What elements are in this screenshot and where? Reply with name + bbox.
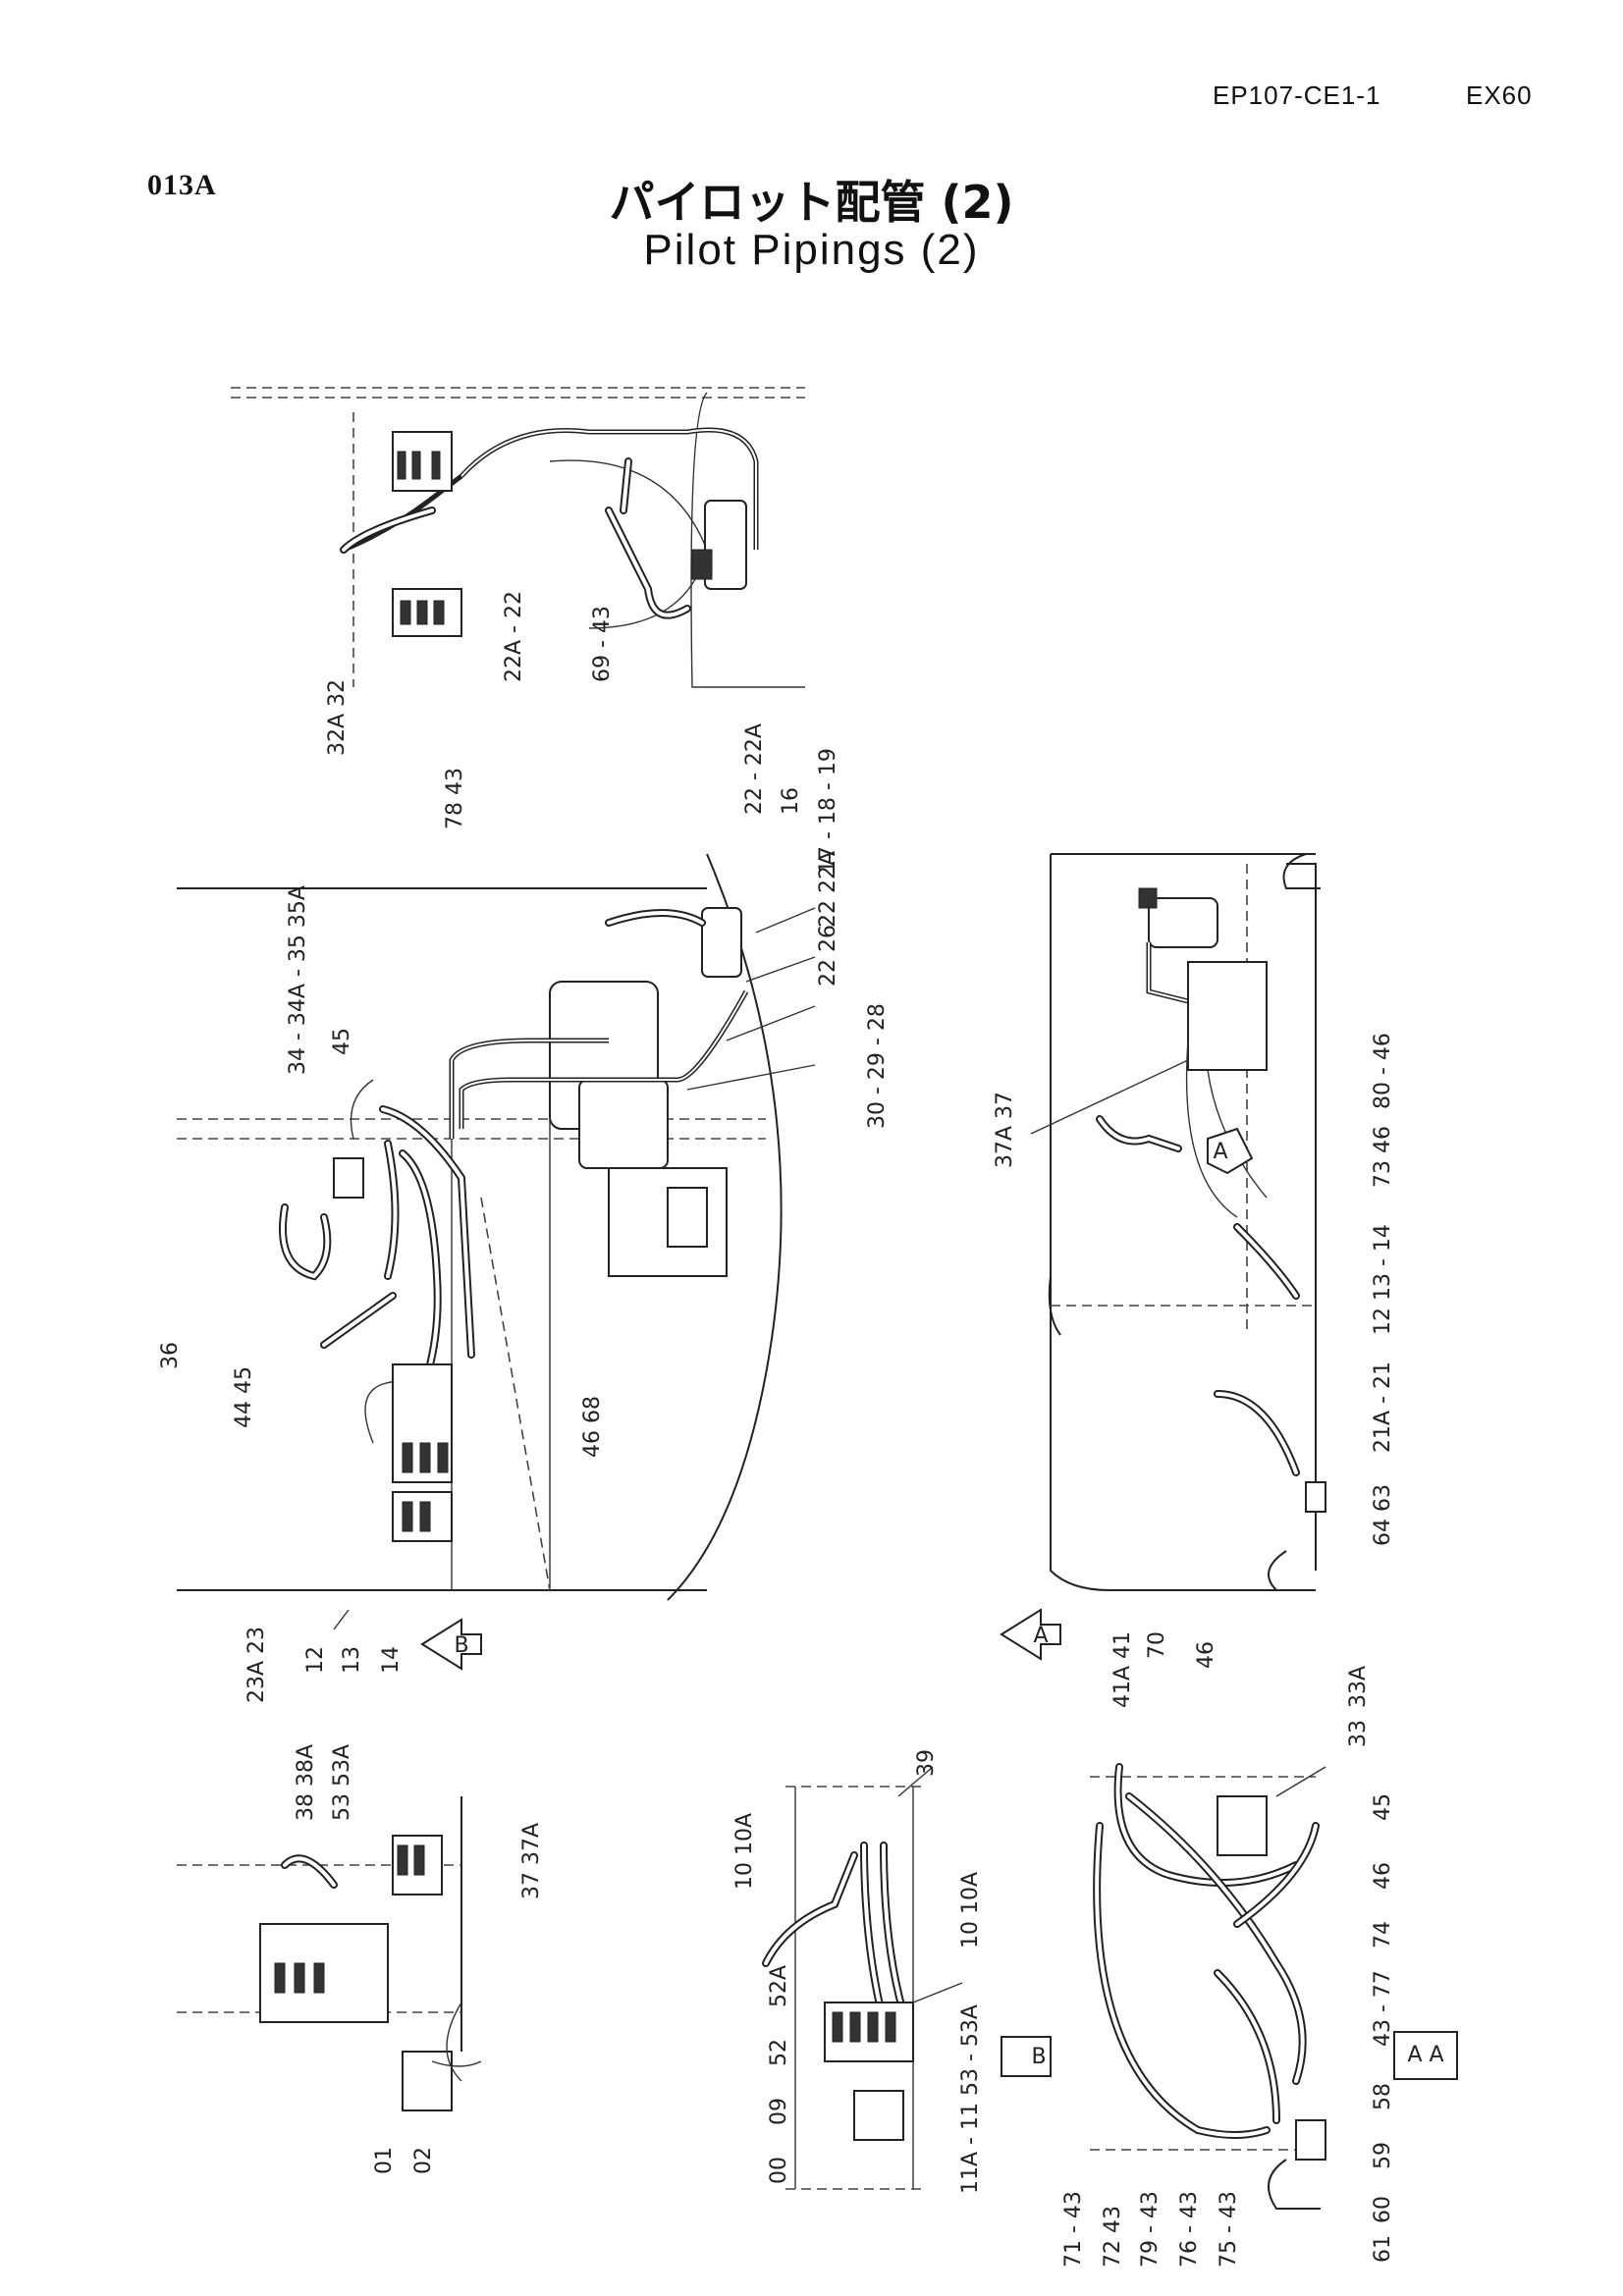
callout-02: 02 (411, 2147, 436, 2174)
figure-top-detail (231, 387, 805, 688)
callout-71-43: 71 - 43 (1061, 2191, 1086, 2268)
callout-21a-21: 21A - 21 (1371, 1362, 1395, 1453)
page-id: 013A (147, 169, 217, 201)
callout-59: 59 (1371, 2142, 1395, 2169)
page-title-english: Pilot Pipings (2) (643, 226, 980, 274)
callout-22-26: 22 26 (816, 925, 840, 987)
callout-64-63: 64 63 (1371, 1484, 1395, 1546)
figure-lower-right: A A (1090, 1763, 1458, 2210)
callout-72-43: 72 43 (1101, 2206, 1125, 2268)
callout-61: 61 (1371, 2235, 1395, 2263)
callout-32a-32: 32A 32 (325, 679, 350, 756)
callout-34-34a-35-35a: 34 - 34A - 35 35A (286, 885, 310, 1075)
section-a-label: A A (1407, 2043, 1443, 2067)
view-a-letter: A (1033, 1624, 1048, 1648)
view-b-letter: B (454, 1633, 468, 1658)
callout-52: 52 (767, 2039, 791, 2066)
callout-22-22a-b: 22 22A (816, 851, 840, 928)
callout-73-46: 73 46 (1371, 1126, 1395, 1188)
callout-53-53a-b: 53 - 53A (958, 2004, 983, 2096)
callout-12: 12 (303, 1646, 328, 1674)
callout-09: 09 (767, 2098, 791, 2125)
figure-main-assembly (177, 853, 783, 1601)
view-arrow-a: A (1000, 1608, 1061, 1661)
callout-78-43: 78 43 (443, 768, 467, 829)
callout-37-37a: 37 37A (519, 1823, 544, 1899)
callout-74: 74 (1371, 1921, 1395, 1949)
callout-16: 16 (779, 787, 803, 815)
view-arrow-b: B (420, 1618, 482, 1671)
figure-view-a: A (1048, 853, 1326, 1591)
callout-69-43: 69 - 43 (590, 606, 615, 682)
model-name: EX60 (1466, 80, 1533, 110)
view-a-mark: A (1213, 1140, 1227, 1164)
callout-46-bottom: 46 (1371, 1862, 1395, 1890)
callout-70: 70 (1145, 1631, 1169, 1659)
callout-44-45: 44 45 (232, 1366, 256, 1428)
callout-17-18-19: 17 - 18 - 19 (816, 748, 840, 874)
callout-39: 39 (914, 1749, 939, 1777)
callout-22-22a: 22 - 22A (742, 723, 767, 815)
callout-37a-37: 37A 37 (993, 1092, 1017, 1168)
callout-75-43: 75 - 43 (1217, 2191, 1241, 2268)
callout-14: 14 (379, 1646, 404, 1674)
callout-53-53a: 53 53A (330, 1744, 354, 1821)
callout-52a: 52A (767, 1965, 791, 2007)
callout-12-13-14: 12 13 - 14 (1371, 1224, 1395, 1335)
callout-30-29-28: 30 - 29 - 28 (865, 1003, 890, 1129)
figure-view-b: B (762, 1786, 1052, 2190)
callout-11a-11: 11A - 11 (958, 2103, 983, 2194)
callout-33a: 33A (1346, 1666, 1371, 1708)
leader-lines (333, 907, 1326, 2003)
page-title-japanese: パイロット配管 (2) (609, 176, 1014, 229)
figure-lower-left (177, 1796, 482, 2111)
callout-43-77: 43 - 77 (1371, 1970, 1395, 2047)
callout-76-43: 76 - 43 (1177, 2191, 1202, 2268)
callout-46-a: 46 (1194, 1641, 1218, 1669)
callout-38-38a: 38 38A (294, 1744, 318, 1821)
callout-36: 36 (158, 1342, 183, 1369)
callout-60: 60 (1371, 2196, 1395, 2223)
callout-22a-22: 22A - 22 (502, 591, 526, 682)
callout-labels: 32A 32 22A - 22 69 - 43 78 43 22 - 22A 1… (158, 591, 1395, 2268)
callout-23a-23: 23A 23 (244, 1627, 269, 1703)
callout-41a-41: 41A 41 (1110, 1631, 1135, 1708)
document-number: EP107-CE1-1 (1213, 80, 1381, 110)
callout-79-43: 79 - 43 (1138, 2191, 1163, 2268)
callout-01: 01 (372, 2147, 397, 2174)
callout-45-top: 45 (330, 1028, 354, 1055)
callout-10-10a-a: 10 10A (732, 1813, 757, 1890)
callout-10-10a-b: 10 10A (958, 1872, 983, 1949)
callout-45-bottom: 45 (1371, 1793, 1395, 1821)
callout-00: 00 (767, 2157, 791, 2184)
callout-13: 13 (340, 1646, 364, 1674)
callout-58: 58 (1371, 2083, 1395, 2110)
callout-80-46: 80 - 46 (1371, 1033, 1395, 1109)
section-b-label: B (1031, 2045, 1046, 2069)
callout-33: 33 (1346, 1720, 1371, 1747)
callout-46-68: 46 68 (580, 1396, 605, 1458)
